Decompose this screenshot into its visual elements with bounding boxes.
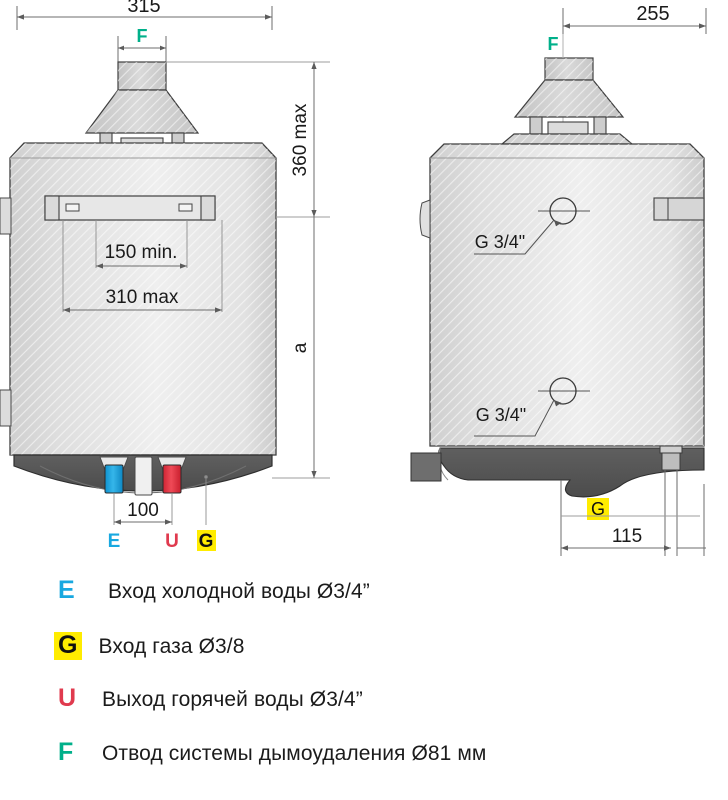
dim-extension-lines	[62, 220, 223, 312]
side-label-flue: F	[548, 34, 559, 54]
front-label-cold-water: E	[108, 531, 121, 552]
legend-text-hot-water: Выход горячей воды Ø3/4”	[102, 688, 363, 711]
label-310-max: 310 max	[106, 287, 179, 308]
label-lower-port: G 3/4"	[476, 405, 526, 425]
upper-port-leader	[474, 219, 562, 255]
label-360-max: 360 max	[290, 103, 311, 176]
label-100: 100	[127, 500, 159, 521]
front-label-flue: F	[137, 26, 148, 46]
legend-key-E: E	[58, 576, 75, 604]
front-view-group: 150 min. 310 max	[0, 6, 330, 552]
dim-a	[311, 217, 317, 478]
side-flue-collar	[544, 57, 594, 81]
legend-item-hot-water: U Выход горячей воды Ø3/4”	[58, 686, 728, 740]
side-label-gas: G	[591, 499, 605, 519]
front-label-hot-water: U	[165, 531, 179, 552]
label-315: 315	[127, 0, 160, 17]
side-view-group: G 3/4" G 3/4"	[410, 3, 707, 556]
dim-360-max	[311, 62, 317, 217]
hot-water-outlet	[162, 464, 182, 494]
heater-body-front	[9, 142, 277, 456]
side-draft-diverter-cone	[513, 79, 625, 118]
legend-text-cold-water: Вход холодной воды Ø3/4”	[108, 580, 370, 603]
dim-flue-front	[117, 36, 167, 62]
front-label-gas-highlight	[197, 530, 216, 551]
legend-key-U: U	[58, 684, 77, 712]
side-shroud-stub	[410, 452, 442, 482]
lower-port-leader	[474, 399, 562, 437]
cold-water-inlet	[104, 464, 124, 494]
label-115: 115	[612, 526, 642, 547]
dim-bracket-max	[63, 307, 222, 313]
connector-pipes	[99, 456, 187, 496]
dim-overall-depth	[562, 8, 707, 34]
dim-overall-width	[16, 6, 273, 30]
side-left-tab	[419, 199, 431, 239]
legend-text-flue: Отвод системы дымоудаления Ø81 мм	[102, 742, 487, 765]
legend-item-flue: F Отвод системы дымоудаления Ø81 мм	[58, 740, 728, 794]
legend-key-F: F	[58, 738, 74, 766]
legend-item-cold-water: E Вход холодной воды Ø3/4”	[58, 578, 728, 632]
side-right-bracket	[653, 197, 705, 221]
side-diverter-legs	[529, 116, 607, 135]
legend-item-gas: G Вход газа Ø3/8	[54, 632, 728, 686]
side-gas-pipe	[659, 445, 683, 520]
side-bottom-shroud	[410, 447, 705, 498]
label-upper-port: G 3/4"	[475, 232, 525, 252]
control-panel	[44, 195, 216, 221]
legend-text-gas: Вход газа Ø3/8	[98, 635, 245, 658]
dim-connection-spacing	[114, 519, 172, 525]
legend-key-G: G	[54, 632, 83, 660]
connection-legend: E Вход холодной воды Ø3/4” G Вход газа Ø…	[0, 578, 728, 800]
label-a: a	[290, 342, 311, 353]
flue-collar	[117, 61, 167, 91]
label-150-min: 150 min.	[105, 242, 178, 263]
dim-gas-offset	[560, 480, 706, 556]
front-label-gas: G	[199, 531, 214, 552]
lower-port	[538, 377, 590, 405]
upper-port	[538, 197, 590, 225]
side-diverter-base-plate	[500, 133, 634, 145]
dim-bracket-min	[96, 263, 187, 269]
label-255: 255	[636, 3, 669, 25]
draft-diverter-cone	[84, 89, 200, 134]
heater-body-side	[429, 143, 705, 447]
center-pipe	[134, 456, 153, 496]
connection-leader-lines	[113, 479, 207, 525]
dim-height-guides	[166, 61, 330, 479]
side-mounting-tabs	[0, 197, 12, 427]
side-gas-highlight	[587, 498, 609, 520]
